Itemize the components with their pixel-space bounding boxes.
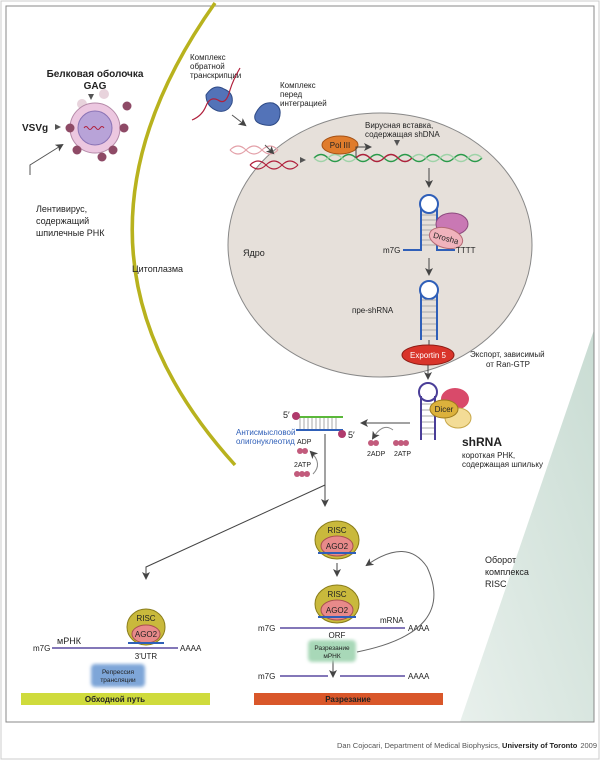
svg-text:перед: перед bbox=[280, 90, 303, 99]
exportin-label: Exportin 5 bbox=[410, 351, 447, 360]
svg-text:RISC: RISC bbox=[327, 590, 346, 599]
arrow-icon bbox=[231, 114, 247, 127]
primary-hairpin: Drosha m7G TTTT bbox=[383, 168, 476, 255]
svg-text:AAAA: AAAA bbox=[408, 624, 430, 633]
svg-text:5′: 5′ bbox=[283, 410, 290, 420]
vsvg-label: VSVg bbox=[22, 123, 48, 134]
svg-text:транскрипции: транскрипции bbox=[190, 71, 241, 80]
shrna-desc-1: короткая РНК, bbox=[462, 451, 515, 460]
shrna-title: shRNA bbox=[462, 435, 502, 449]
preintegration-complex: Комплекс перед интеграцией bbox=[229, 81, 327, 170]
dicer-enzyme bbox=[429, 399, 459, 419]
svg-text:mRNA: mRNA bbox=[380, 616, 404, 625]
svg-text:RISC: RISC bbox=[136, 614, 155, 623]
arrow-icon bbox=[88, 94, 94, 100]
pol-iii-enzyme bbox=[321, 135, 359, 155]
export-note-1: Экспорт, зависимый bbox=[470, 350, 545, 359]
shrna-desc-2: содержащая шпильку bbox=[462, 460, 543, 469]
svg-text:AGO2: AGO2 bbox=[326, 606, 349, 615]
svg-text:3'UTR: 3'UTR bbox=[135, 652, 158, 661]
virus-desc-1: Лентивирус, bbox=[36, 204, 87, 214]
frame bbox=[5, 5, 595, 723]
svg-text:AAAA: AAAA bbox=[180, 644, 202, 653]
reverse-transcription-complex: Комплекс обратной транскрипции bbox=[190, 53, 247, 127]
svg-text:Разрезание: Разрезание bbox=[314, 645, 350, 652]
svg-text:олигонуклеотид: олигонуклеотид bbox=[236, 437, 295, 446]
adp-atp-icons bbox=[294, 440, 409, 477]
svg-text:Вирусная вставка,: Вирусная вставка, bbox=[365, 121, 433, 130]
svg-text:AGO2: AGO2 bbox=[135, 630, 158, 639]
svg-text:5′: 5′ bbox=[348, 430, 355, 440]
bypass-banner bbox=[21, 693, 210, 705]
integrated-provirus: Вирусная вставка, содержащая shDNA Pol I… bbox=[313, 121, 483, 163]
svg-text:AAAA: AAAA bbox=[408, 672, 430, 681]
arrow-icon bbox=[300, 157, 306, 163]
risc-cleavage: RISC AGO2 m7G mRNA AAAA ORF Разрезание м… bbox=[258, 551, 529, 681]
svg-text:мРНК: мРНК bbox=[57, 636, 82, 646]
tttt-label: TTTT bbox=[456, 246, 476, 255]
svg-text:AGO2: AGO2 bbox=[326, 542, 349, 551]
sirna-duplex: 5′ 5′ Антисмысловой олигонуклеотид bbox=[236, 410, 355, 446]
arrow-to-bypass bbox=[142, 484, 326, 580]
bypass-banner-label: Обходной путь bbox=[85, 695, 145, 704]
risc-loaded: RISC AGO2 bbox=[314, 520, 360, 577]
svg-text:Репрессия: Репрессия bbox=[102, 669, 135, 676]
svg-text:Комплекс: Комплекс bbox=[280, 81, 316, 90]
svg-text:RISC: RISC bbox=[485, 579, 507, 589]
nucleus bbox=[227, 112, 533, 378]
gag-label-2: GAG bbox=[84, 81, 107, 92]
credit: Dan Cojocari, Department of Medical Biop… bbox=[337, 741, 597, 750]
cell-membrane bbox=[130, 1, 237, 467]
nucleus-label: Ядро bbox=[243, 248, 265, 258]
arrow-icon bbox=[55, 124, 61, 130]
svg-text:Антисмысловой: Антисмысловой bbox=[236, 428, 295, 437]
svg-text:трансляции: трансляции bbox=[100, 677, 136, 684]
pol-iii-label: Pol III bbox=[330, 141, 350, 150]
svg-text:RISC: RISC bbox=[327, 526, 346, 535]
svg-text:m7G: m7G bbox=[258, 624, 275, 633]
cleavage-banner bbox=[254, 693, 443, 705]
svg-text:мРНК: мРНК bbox=[323, 653, 340, 660]
shrna-dicer: Dicer shRNA короткая РНК, содержащая шпи… bbox=[418, 382, 543, 469]
export-note-2: от Ran-GTP bbox=[486, 360, 530, 369]
cytoplasm-label: Цитоплазма bbox=[132, 264, 183, 274]
risc-bypass: RISC AGO2 m7G мРНК AAAA 3'UTR Репрессия … bbox=[33, 608, 202, 687]
dicer-label: Dicer bbox=[435, 405, 454, 414]
2adp-label: 2ADP bbox=[367, 451, 386, 458]
drosha-enzyme bbox=[428, 226, 464, 250]
svg-text:комплекса: комплекса bbox=[485, 567, 529, 577]
cleavage-banner-label: Разрезание bbox=[325, 695, 371, 704]
2atp-label: 2ATP bbox=[394, 451, 411, 458]
pre-shrna: пре-shRNA bbox=[352, 258, 439, 346]
virus-desc-3: шпилечные РНК bbox=[36, 228, 105, 238]
corner-decoration bbox=[460, 330, 594, 722]
svg-text:m7G: m7G bbox=[258, 672, 275, 681]
svg-text:обратной: обратной bbox=[190, 62, 225, 71]
virus-desc-2: содержащий bbox=[36, 216, 89, 226]
gag-label: Белковая оболочка bbox=[47, 68, 144, 80]
lentivirus: Белковая оболочка GAG VSVg Лентивирус, с… bbox=[22, 68, 144, 238]
pre-shrna-label: пре-shRNA bbox=[352, 306, 394, 315]
svg-text:интеграцией: интеграцией bbox=[280, 99, 327, 108]
svg-text:содержащая shDNA: содержащая shDNA bbox=[365, 130, 440, 139]
m7g-label: m7G bbox=[383, 246, 400, 255]
adp-label: ADP bbox=[297, 439, 312, 446]
svg-text:Комплекс: Комплекс bbox=[190, 53, 226, 62]
svg-text:m7G: m7G bbox=[33, 644, 50, 653]
svg-text:Оборот: Оборот bbox=[485, 555, 516, 565]
2atp-label-2: 2ATP bbox=[294, 462, 311, 469]
svg-text:ORF: ORF bbox=[329, 631, 346, 640]
